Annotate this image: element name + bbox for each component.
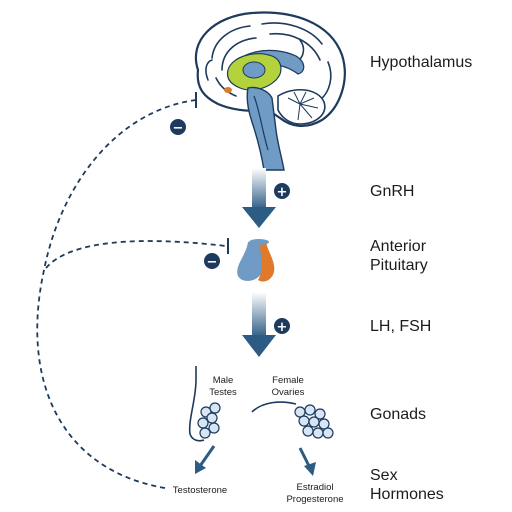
cerebellum-folia [287, 91, 319, 121]
svg-text:+: + [277, 320, 288, 335]
label-male: Male [212, 375, 234, 386]
label-ovaries: Ovaries [271, 387, 305, 398]
label-estradiol: Estradiol [296, 482, 334, 493]
brainstem [246, 86, 285, 171]
lh-fsh-positive-badge: + [274, 318, 290, 335]
ovaries-illustration [251, 401, 334, 439]
label-hypothalamus: Hypothalamus [370, 54, 473, 71]
label-gonads: Gonads [370, 406, 427, 423]
label-anterior: Anterior [370, 238, 427, 255]
lh-fsh-arrow [242, 292, 276, 357]
pituitary-negative-badge: − [204, 253, 220, 270]
label-female: Female [272, 375, 304, 386]
brain-illustration [194, 11, 346, 171]
feedback-to-pituitary [45, 240, 227, 269]
pituitary-stalk-dot [224, 87, 232, 93]
svg-text:−: − [207, 255, 218, 270]
label-gnrh: GnRH [370, 183, 415, 200]
svg-text:−: − [173, 121, 184, 136]
testosterone-arrow [195, 445, 216, 474]
cerebellum [277, 89, 326, 125]
label-testosterone: Testosterone [172, 485, 228, 496]
feedback-loops [36, 99, 227, 489]
feedback-to-hypothalamus [36, 99, 197, 489]
testes-illustration [188, 366, 221, 442]
pituitary-gland [237, 239, 275, 282]
gnrh-positive-badge: + [274, 183, 290, 200]
label-pituitary: Pituitary [370, 257, 428, 274]
thalamus [242, 61, 266, 79]
inhibition-bars [195, 92, 229, 254]
gnrh-arrow [242, 168, 276, 228]
estradiol-arrow [298, 447, 316, 476]
label-testes: Testes [209, 387, 237, 398]
svg-text:+: + [277, 185, 288, 200]
label-sex: Sex [370, 467, 398, 484]
hypothalamus-negative-badge: − [170, 119, 186, 136]
label-lh-fsh: LH, FSH [370, 318, 432, 335]
label-hormones: Hormones [370, 486, 444, 503]
brain-gyri [205, 22, 332, 101]
label-progesterone: Progesterone [286, 494, 344, 505]
